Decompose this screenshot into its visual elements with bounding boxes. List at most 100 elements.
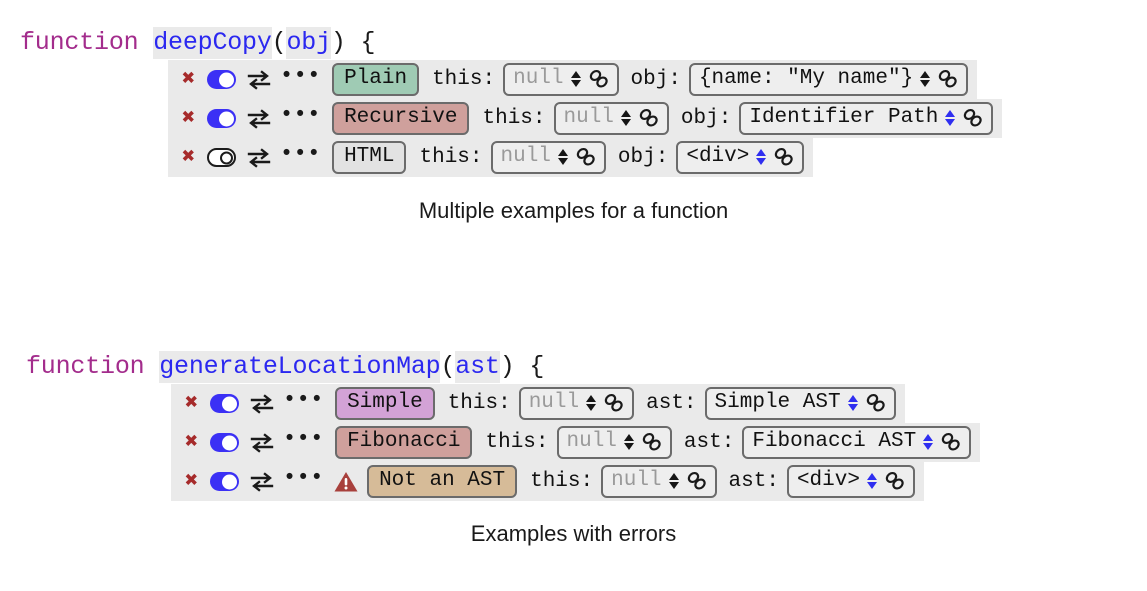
example-name-pill[interactable]: Fibonacci: [335, 426, 473, 459]
stepper-spinner[interactable]: [666, 473, 682, 489]
keyword-function: function: [26, 352, 145, 381]
arg-field-obj[interactable]: <div>: [676, 141, 805, 174]
arg-value: null: [513, 67, 564, 90]
link-icon[interactable]: [575, 147, 597, 167]
function-name: deepCopy: [153, 27, 272, 59]
arg-value: null: [611, 469, 662, 492]
stepper-spinner[interactable]: [618, 110, 634, 126]
arg-field-this[interactable]: null: [556, 426, 672, 459]
stepper-spinner[interactable]: [583, 395, 599, 411]
arg-field-ast[interactable]: <div>: [786, 465, 915, 498]
arg-value: Identifier Path: [749, 106, 939, 129]
table-row[interactable]: ✖ ••• Simple this: null ast: Simple A: [171, 384, 905, 423]
swap-icon[interactable]: [247, 147, 271, 168]
stepper-spinner[interactable]: [917, 71, 933, 87]
swap-icon[interactable]: [250, 471, 274, 492]
arg-field-obj[interactable]: {name: "My name"}: [688, 63, 969, 96]
caption-multiple-examples: Multiple examples for a function: [418, 198, 729, 223]
link-icon[interactable]: [638, 108, 660, 128]
close-icon[interactable]: ✖: [182, 144, 196, 170]
function-param: obj: [286, 27, 331, 59]
stepper-spinner[interactable]: [568, 71, 584, 87]
arg-label-this: this:: [432, 67, 496, 91]
enable-toggle[interactable]: [210, 394, 240, 413]
function-block-generateLocationMap: function generateLocationMap(ast) { ✖ ••…: [26, 350, 981, 501]
more-icon[interactable]: •••: [280, 65, 322, 88]
link-icon[interactable]: [773, 147, 795, 167]
link-icon[interactable]: [588, 69, 610, 89]
stepper-spinner[interactable]: [942, 110, 958, 126]
swap-icon[interactable]: [250, 432, 274, 453]
arg-value: null: [528, 391, 580, 414]
link-icon[interactable]: [962, 108, 984, 128]
enable-toggle[interactable]: [210, 433, 240, 452]
table-row[interactable]: ✖ ••• Recursive this: null obj: Ident: [168, 99, 1003, 138]
table-row[interactable]: ✖ ••• Plain this: null obj: {name: "M: [168, 60, 978, 99]
link-icon[interactable]: [641, 432, 663, 452]
swap-icon[interactable]: [247, 108, 271, 129]
close-icon[interactable]: ✖: [185, 468, 199, 494]
link-icon[interactable]: [603, 393, 625, 413]
arg-value: null: [500, 145, 551, 168]
close-icon[interactable]: ✖: [185, 429, 199, 455]
swap-icon[interactable]: [250, 393, 274, 414]
example-name-pill[interactable]: Not an AST: [367, 465, 518, 498]
link-icon[interactable]: [884, 471, 906, 491]
stepper-spinner[interactable]: [555, 149, 571, 165]
toggle-knob: [222, 396, 238, 411]
warning-triangle-icon: [333, 470, 359, 494]
toggle-knob: [219, 72, 235, 87]
arg-field-obj[interactable]: Identifier Path: [739, 102, 994, 135]
table-row[interactable]: ✖ ••• Not an AST this: null: [171, 462, 924, 501]
more-icon[interactable]: •••: [280, 104, 322, 127]
more-icon[interactable]: •••: [283, 389, 325, 412]
more-icon[interactable]: •••: [283, 428, 325, 451]
arg-field-ast[interactable]: Simple AST: [704, 387, 896, 420]
stepper-spinner[interactable]: [753, 149, 769, 165]
stepper-spinner[interactable]: [920, 434, 936, 450]
table-row[interactable]: ✖ ••• HTML this: null obj: <div>: [168, 138, 814, 177]
arg-label-ast: ast:: [728, 469, 779, 493]
arg-value: {name: "My name"}: [698, 67, 914, 90]
arg-field-ast[interactable]: Fibonacci AST: [742, 426, 972, 459]
stepper-spinner[interactable]: [621, 434, 637, 450]
enable-toggle[interactable]: [210, 472, 240, 491]
enable-toggle[interactable]: [207, 148, 237, 167]
arg-field-this[interactable]: null: [518, 387, 635, 420]
example-name-pill[interactable]: Recursive: [332, 102, 470, 135]
example-row-wrap: ✖ ••• Fibonacci this: null ast: Fibon: [26, 423, 981, 462]
close-icon[interactable]: ✖: [182, 66, 196, 92]
enable-toggle[interactable]: [207, 109, 237, 128]
arg-field-this[interactable]: null: [601, 465, 717, 498]
enable-toggle[interactable]: [207, 70, 237, 89]
toggle-knob: [220, 151, 234, 164]
example-row-wrap: ✖ ••• Recursive this: null obj: Ident: [20, 99, 1003, 138]
function-signature: function deepCopy(obj) {: [20, 26, 1002, 60]
example-name-pill[interactable]: HTML: [332, 141, 407, 174]
example-name-pill[interactable]: Simple: [335, 387, 435, 420]
arg-field-this[interactable]: null: [553, 102, 669, 135]
link-icon[interactable]: [937, 69, 959, 89]
more-icon[interactable]: •••: [280, 143, 322, 166]
example-row-wrap: ✖ ••• Plain this: null obj: {name: "M: [20, 60, 1002, 99]
arg-label-obj: obj:: [680, 106, 732, 130]
arg-label-this: this:: [419, 145, 483, 169]
close-icon[interactable]: ✖: [182, 105, 196, 131]
arg-label-obj: obj:: [617, 145, 669, 169]
link-icon[interactable]: [865, 393, 887, 413]
more-icon[interactable]: •••: [283, 467, 325, 490]
arg-field-this[interactable]: null: [490, 141, 606, 174]
link-icon[interactable]: [940, 432, 962, 452]
example-row-wrap: ✖ ••• HTML this: null obj: <div>: [20, 138, 1002, 177]
swap-icon[interactable]: [247, 69, 271, 90]
arg-value: <div>: [796, 469, 860, 492]
example-rows: ✖ ••• Plain this: null obj: {name: "M: [20, 60, 1003, 177]
arg-field-this[interactable]: null: [503, 63, 619, 96]
close-icon[interactable]: ✖: [185, 390, 199, 416]
toggle-knob: [222, 435, 238, 450]
link-icon[interactable]: [686, 471, 708, 491]
stepper-spinner[interactable]: [864, 473, 880, 489]
table-row[interactable]: ✖ ••• Fibonacci this: null ast: Fibon: [171, 423, 981, 462]
stepper-spinner[interactable]: [845, 395, 861, 411]
example-name-pill[interactable]: Plain: [332, 63, 420, 96]
